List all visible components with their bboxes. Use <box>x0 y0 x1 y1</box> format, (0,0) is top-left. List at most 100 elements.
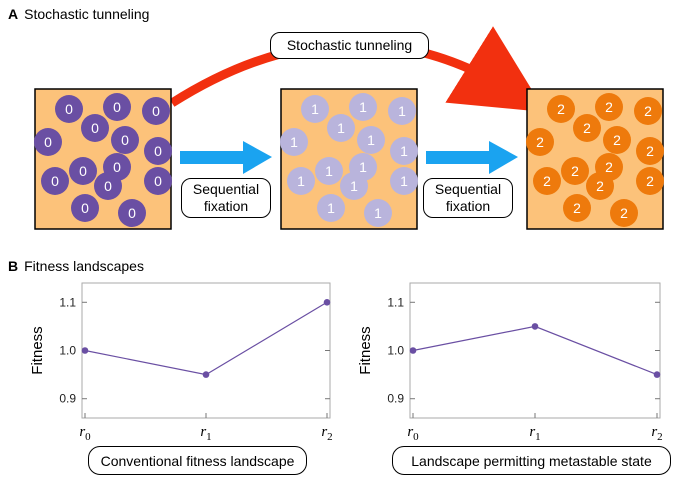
cell-label: 1 <box>359 99 367 115</box>
cell-label: 0 <box>104 178 112 194</box>
cell-genotype-2 <box>636 137 664 165</box>
sequential-arrow-1 <box>180 141 272 174</box>
cell-label: 2 <box>557 101 565 117</box>
cell-genotype-1 <box>315 157 343 185</box>
cell-genotype-2 <box>634 97 662 125</box>
y-tick-label: 0.9 <box>59 392 76 406</box>
cell-label: 0 <box>113 159 121 175</box>
cell-genotype-1 <box>390 167 418 195</box>
cell-label: 1 <box>325 163 333 179</box>
cell-label: 1 <box>350 178 358 194</box>
cell-label: 0 <box>79 163 87 179</box>
data-point-r2 <box>653 371 661 378</box>
cell-label: 0 <box>113 99 121 115</box>
cell-genotype-2 <box>563 194 591 222</box>
caption-conventional-landscape: Conventional fitness landscape <box>88 446 307 475</box>
y-tick-label: 1.1 <box>59 295 76 309</box>
cell-genotype-0 <box>69 157 97 185</box>
x-tick-label: r0 <box>407 424 419 443</box>
panel-b-letter: B <box>8 258 19 274</box>
cell-genotype-2 <box>636 167 664 195</box>
cell-label: 0 <box>51 173 59 189</box>
y-tick-label: 0.9 <box>387 392 404 406</box>
cell-label: 2 <box>536 134 544 150</box>
cell-label: 2 <box>571 163 579 179</box>
cell-label: 1 <box>400 143 408 159</box>
y-tick-label: 1.1 <box>387 295 404 309</box>
cell-genotype-2 <box>533 167 561 195</box>
fitness-line <box>84 301 328 376</box>
cell-label: 2 <box>605 99 613 115</box>
plot-frame <box>409 282 661 419</box>
cell-label: 2 <box>573 200 581 216</box>
cell-label: 1 <box>327 200 335 216</box>
cell-genotype-0 <box>34 128 62 156</box>
cell-label: 2 <box>646 143 654 159</box>
cell-label: 2 <box>613 132 621 148</box>
x-tick-label: r0 <box>79 424 91 443</box>
cell-genotype-0 <box>144 167 172 195</box>
data-point-r0 <box>81 347 89 354</box>
cell-genotype-0 <box>94 172 122 200</box>
cell-genotype-1 <box>287 167 315 195</box>
data-point-r1 <box>202 371 210 378</box>
plot-frame <box>81 282 331 419</box>
x-tick-label: r2 <box>321 424 332 443</box>
cell-label: 0 <box>121 132 129 148</box>
sequential-fixation-label-1: Sequential fixation <box>181 178 271 218</box>
cell-label: 2 <box>605 159 613 175</box>
x-tick-label: r1 <box>200 424 211 443</box>
data-point-r1 <box>531 323 539 330</box>
cell-label: 2 <box>620 205 628 221</box>
cell-genotype-0 <box>55 95 83 123</box>
cell-label: 2 <box>596 178 604 194</box>
cell-label: 1 <box>290 134 298 150</box>
cell-genotype-0 <box>103 93 131 121</box>
cell-genotype-2 <box>561 157 589 185</box>
cell-genotype-1 <box>301 95 329 123</box>
data-point-r0 <box>409 347 417 354</box>
cell-genotype-2 <box>610 199 638 227</box>
cell-label: 2 <box>644 103 652 119</box>
cell-genotype-0 <box>81 114 109 142</box>
cell-label: 1 <box>374 205 382 221</box>
cell-label: 0 <box>91 120 99 136</box>
cell-genotype-0 <box>144 137 172 165</box>
cell-label: 1 <box>398 103 406 119</box>
panel-a-heading: A Stochastic tunneling <box>8 6 149 22</box>
sequential-arrow-2 <box>426 141 518 174</box>
y-tick-label: 1.0 <box>59 344 76 358</box>
cell-label: 0 <box>154 143 162 159</box>
fitness-line <box>412 325 658 376</box>
cell-genotype-1 <box>390 137 418 165</box>
cell-label: 1 <box>311 101 319 117</box>
panel-a-title: Stochastic tunneling <box>24 6 150 22</box>
cell-genotype-1 <box>357 126 385 154</box>
cell-label: 0 <box>152 103 160 119</box>
cell-label: 1 <box>367 132 375 148</box>
cell-genotype-1 <box>349 93 377 121</box>
tunneling-label: Stochastic tunneling <box>270 32 429 59</box>
cell-genotype-1 <box>388 97 416 125</box>
cell-label: 1 <box>359 159 367 175</box>
cell-label: 2 <box>583 120 591 136</box>
panel-a-letter: A <box>8 6 19 22</box>
x-tick-label: r1 <box>529 424 540 443</box>
cell-genotype-0 <box>41 167 69 195</box>
sequential-fixation-label-2: Sequential fixation <box>423 178 513 218</box>
caption-metastable-landscape: Landscape permitting metastable state <box>392 446 671 475</box>
cell-label: 0 <box>128 205 136 221</box>
data-point-r2 <box>323 298 331 306</box>
cell-genotype-0 <box>142 97 170 125</box>
cell-genotype-2 <box>573 114 601 142</box>
cell-genotype-0 <box>118 199 146 227</box>
cell-genotype-1 <box>364 199 392 227</box>
cell-genotype-2 <box>586 172 614 200</box>
cell-genotype-1 <box>317 194 345 222</box>
